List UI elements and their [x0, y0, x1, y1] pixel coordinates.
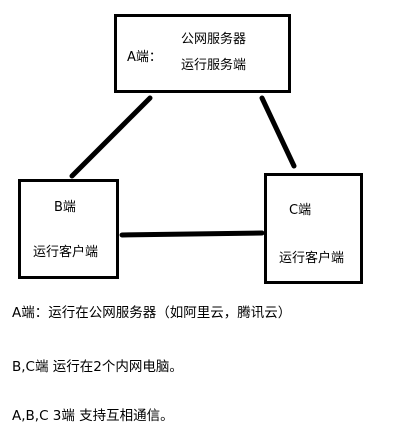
- node-b-title: B端: [54, 200, 76, 215]
- node-c-title: C端: [289, 203, 312, 218]
- node-c-client: C端 运行客户端: [264, 173, 363, 284]
- node-a-server: A端： 公网服务器 运行服务端: [114, 14, 291, 93]
- node-b-client: B端 运行客户端: [18, 179, 119, 279]
- edge-b-c: [119, 230, 265, 238]
- note-a: A端：运行在公网服务器（如阿里云，腾讯云）: [12, 305, 292, 321]
- edge-a-b: [69, 95, 153, 179]
- node-c-line1: 运行客户端: [279, 251, 345, 266]
- connection-lines: [69, 95, 297, 238]
- node-a-title: A端：: [127, 50, 162, 65]
- node-b-line1: 运行客户端: [33, 245, 99, 260]
- note-abc: A,B,C 3端 支持互相通信。: [12, 408, 174, 424]
- edge-a-c: [259, 95, 297, 169]
- note-bc: B,C端 运行在2个内网电脑。: [12, 359, 183, 375]
- node-a-line1: 公网服务器: [181, 32, 247, 47]
- node-a-line2: 运行服务端: [181, 58, 247, 73]
